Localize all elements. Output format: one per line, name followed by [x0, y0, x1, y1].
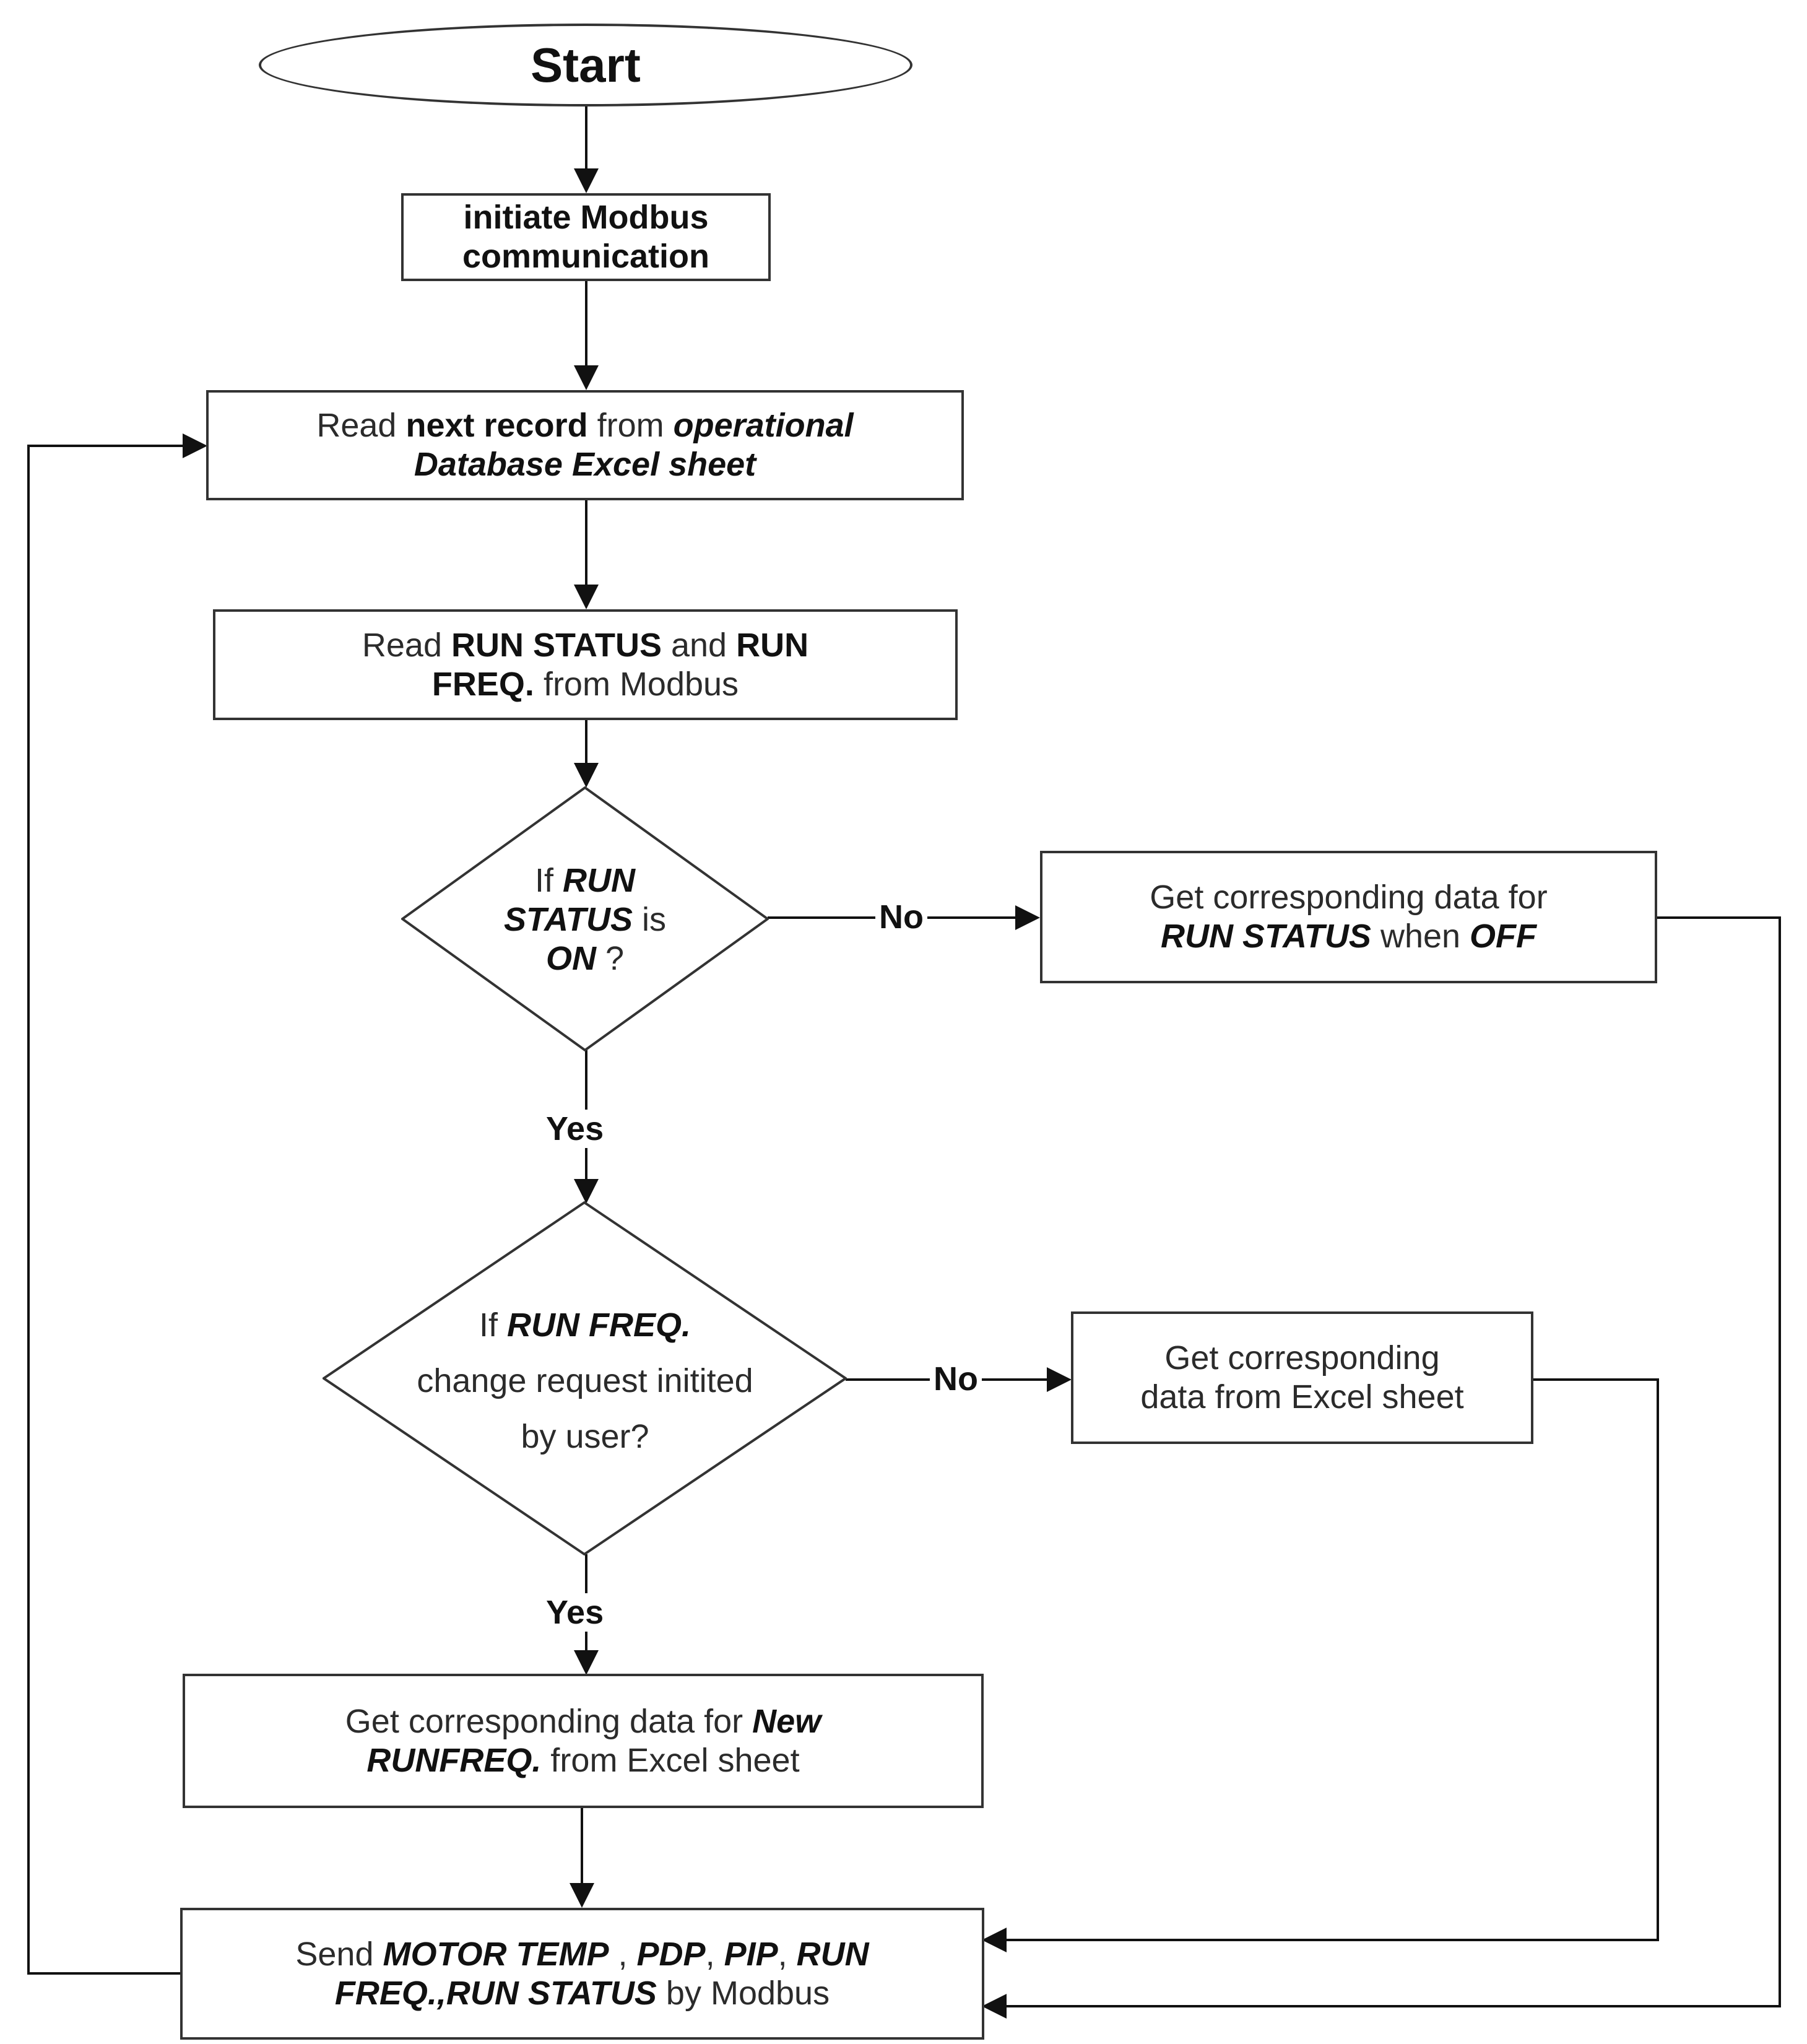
decision-run-status: If RUN STATUS is ON ?	[433, 842, 737, 997]
arrow-excel-to-send	[982, 1378, 1659, 1952]
send-text-7: ,	[778, 1935, 797, 1973]
edge-label-no-2: No	[930, 1360, 982, 1398]
new-freq-text-2: New	[752, 1702, 821, 1740]
send-text-8: RUN	[796, 1935, 869, 1973]
off-data-step: Get corresponding data for RUN STATUS wh…	[1040, 851, 1657, 983]
arrow-off-to-send	[982, 916, 1781, 2019]
new-freq-text-3: RUNFREQ.	[366, 1741, 542, 1779]
off-data-text-4: OFF	[1470, 918, 1537, 955]
read-run-status-step: Read RUN STATUS and RUN FREQ. from Modbu…	[213, 609, 958, 720]
run-status-text-2: RUN STATUS	[451, 626, 662, 664]
init-modbus-line2: communication	[462, 238, 710, 275]
off-data-text-2: RUN STATUS	[1160, 918, 1371, 955]
send-text-6: PIP	[724, 1935, 778, 1973]
decision-freq-diamond	[323, 1201, 847, 1555]
off-data-text-3: when	[1371, 918, 1470, 955]
send-text-3: ,	[609, 1935, 637, 1973]
new-freq-text-1: Get corresponding data for	[345, 1702, 753, 1740]
new-freq-step: Get corresponding data for New RUNFREQ. …	[183, 1674, 984, 1808]
decision1-text-3: STATUS	[504, 900, 633, 938]
off-data-text-1: Get corresponding data for	[1150, 879, 1548, 916]
start-label: Start	[531, 37, 641, 92]
edge-label-yes-1: Yes	[542, 1110, 608, 1148]
read-record-text-1: Read	[316, 407, 406, 444]
new-freq-text-4: from Excel sheet	[541, 1741, 800, 1779]
decision-run-status-diamond	[401, 786, 769, 1051]
read-record-step: Read next record from operational Databa…	[206, 390, 964, 500]
decision1-text-2: RUN	[563, 861, 635, 899]
send-text-5: ,	[705, 1935, 724, 1973]
run-status-text-1: Read	[362, 626, 451, 664]
read-record-text-2: next record	[405, 407, 588, 444]
decision2-text-4: by user?	[521, 1418, 649, 1455]
run-status-text-4: RUN	[736, 626, 809, 664]
decision-freq: If RUN FREQ. change request initited by …	[371, 1307, 799, 1455]
send-text-10: by Modbus	[656, 1974, 830, 2012]
send-text-9: FREQ.,RUN STATUS	[334, 1974, 657, 2012]
send-text-1: Send	[295, 1935, 383, 1973]
decision2-text-3: change request initited	[417, 1362, 753, 1399]
send-text-4: PDP	[636, 1935, 706, 1973]
read-record-text-5: Database Excel sheet	[414, 446, 756, 483]
run-status-text-3: and	[661, 626, 737, 664]
decision2-text-1: If	[479, 1307, 507, 1344]
init-modbus-line1: initiate Modbus	[463, 199, 709, 236]
init-modbus-step: initiate Modbus communication	[401, 193, 771, 281]
read-record-text-4: operational	[673, 407, 854, 444]
send-text-2: MOTOR TEMP	[383, 1935, 609, 1973]
decision2-text-2: RUN FREQ.	[507, 1307, 691, 1344]
excel-data-line1: Get corresponding	[1164, 1339, 1440, 1376]
decision1-text-6: ?	[596, 939, 625, 977]
run-status-text-5: FREQ.	[431, 665, 534, 703]
excel-data-step: Get corresponding data from Excel sheet	[1071, 1311, 1533, 1444]
edge-label-yes-2: Yes	[542, 1593, 608, 1632]
excel-data-line2: data from Excel sheet	[1140, 1378, 1464, 1416]
run-status-text-6: from Modbus	[534, 665, 739, 703]
decision1-text-5: ON	[545, 939, 596, 977]
send-step: Send MOTOR TEMP , PDP, PIP, RUN FREQ.,RU…	[180, 1908, 984, 2040]
decision1-text-4: is	[632, 900, 666, 938]
read-record-text-3: from	[587, 407, 674, 444]
arrow-send-to-read-record	[27, 433, 207, 1975]
edge-label-no-1: No	[875, 898, 927, 936]
start-terminal: Start	[259, 24, 912, 107]
decision1-text-1: If	[534, 861, 563, 899]
